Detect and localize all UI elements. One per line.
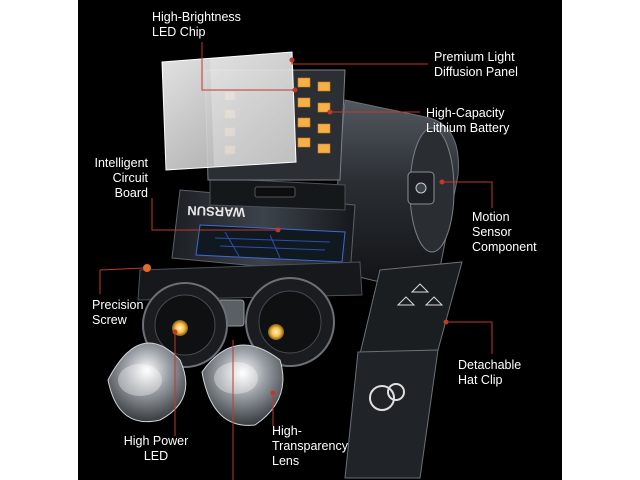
leader-motion-sensor [442,181,493,208]
label-motion-sensor: Motion Sensor Component [472,210,537,254]
lens-ring-right [245,277,335,367]
brand-text: WARSUN [187,203,245,220]
diffusion-panel [161,51,297,171]
lens-ring-left [142,282,228,368]
leader-circuit-board [151,198,278,231]
circuit-board [195,224,346,263]
leader-diffusion-panel [291,60,428,65]
label-circuit-board: Intelligent Circuit Board [94,156,148,200]
label-precision-screw: Precision Screw [92,298,144,327]
leader-lines [99,42,493,480]
leader-hat-clip [446,321,493,354]
motion-sensor [407,171,435,205]
label-battery: High-Capacity Lithium Battery [426,106,510,135]
hat-clip [344,261,463,479]
label-diffusion-panel: Premium Light Diffusion Panel [434,50,518,79]
product-exploded-view: WARSUN [78,0,562,480]
leader-led-chip [201,42,295,91]
transparency-lens-right [201,344,284,426]
label-lens: High- Transparency Lens [272,424,348,468]
headlamp-exploded-illustration: WARSUN [99,42,493,480]
label-led-chip: High-Brightness LED Chip [152,10,241,39]
label-hat-clip: Detachable Hat Clip [458,358,522,387]
label-high-power-led: High Power LED [123,434,189,463]
transparency-lens-left [107,342,187,423]
